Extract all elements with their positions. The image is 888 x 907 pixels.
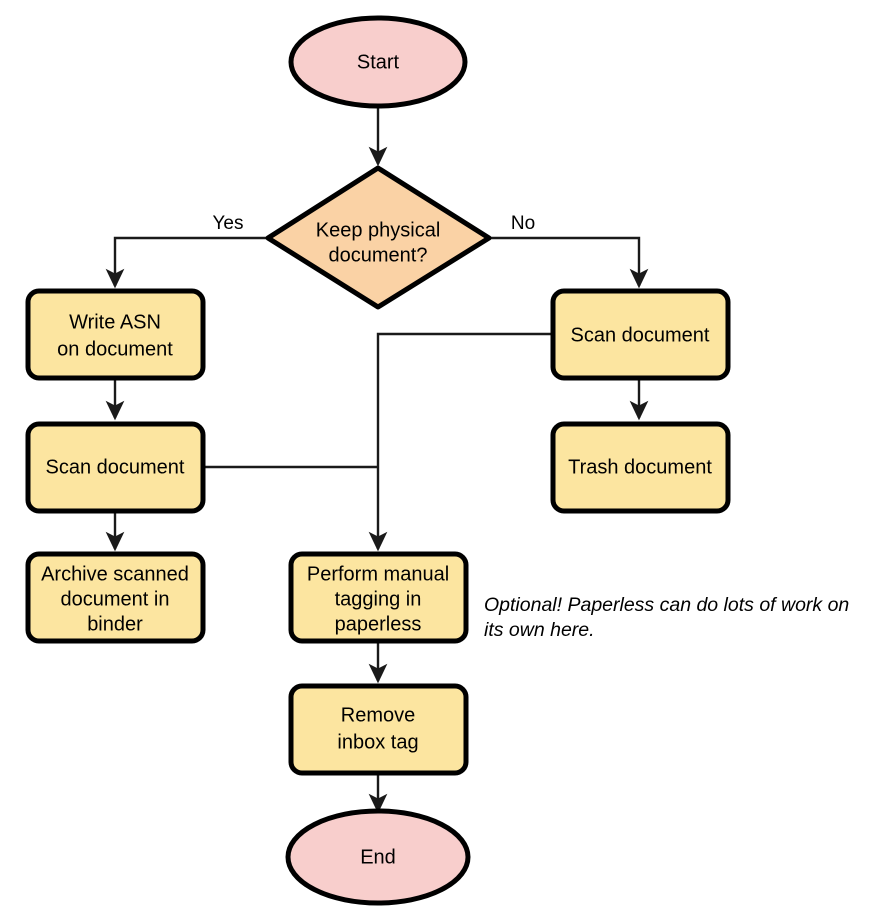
node-scan-document-left-label: Scan document <box>46 456 185 478</box>
node-scan-document-right-label: Scan document <box>571 324 710 346</box>
decision-diamond <box>265 165 492 310</box>
node-remove-inbox-tag[interactable]: Remove inbox tag <box>288 683 469 776</box>
node-tagging-label-line1: Perform manual <box>307 563 449 585</box>
edge-scan-right-to-tagging <box>368 332 552 552</box>
trash-document-box <box>550 421 731 514</box>
write-asn-box <box>25 288 206 381</box>
scan-document-right-box <box>550 288 731 381</box>
annotation-note-line2: its own here. <box>484 619 595 641</box>
node-archive-label-line3: binder <box>87 613 143 635</box>
node-tagging-label-line2: tagging in <box>335 588 422 610</box>
scan-document-left-box <box>25 421 206 514</box>
node-write-asn-on-document[interactable]: Write ASN on document <box>25 288 206 381</box>
annotation-note: Optional! Paperless can do lots of work … <box>484 594 849 641</box>
node-perform-manual-tagging[interactable]: Perform manual tagging in paperless <box>288 551 469 644</box>
node-decision-label-line1: Keep physical <box>316 219 441 241</box>
node-start[interactable]: Start <box>288 15 468 109</box>
node-archive-label-line1: Archive scanned <box>41 563 189 585</box>
node-decision-label-line2: document? <box>329 244 428 266</box>
node-scan-document-left[interactable]: Scan document <box>25 421 206 514</box>
node-scan-document-right[interactable]: Scan document <box>550 288 731 381</box>
node-remove-inbox-label-line1: Remove <box>341 704 415 726</box>
edge-decision-yes-to-write-asn <box>105 236 266 289</box>
node-trash-document-label: Trash document <box>568 456 712 478</box>
annotation-note-line1: Optional! Paperless can do lots of work … <box>484 594 849 616</box>
node-end[interactable]: End <box>285 808 471 906</box>
edge-decision-no-to-scan-right <box>490 236 649 289</box>
node-write-asn-label-line1: Write ASN <box>69 311 161 333</box>
perform-manual-tagging-box <box>288 551 469 644</box>
node-end-label: End <box>360 846 396 868</box>
node-tagging-label-line3: paperless <box>335 613 422 635</box>
edge-label-yes: Yes <box>213 213 244 234</box>
remove-inbox-tag-box <box>288 683 469 776</box>
node-start-label: Start <box>357 51 400 73</box>
node-archive-scanned-document[interactable]: Archive scanned document in binder <box>25 551 206 644</box>
edge-label-no: No <box>511 213 535 234</box>
end-ellipse <box>285 808 471 906</box>
node-trash-document[interactable]: Trash document <box>550 421 731 514</box>
node-archive-label-line2: document in <box>61 588 170 610</box>
archive-document-box <box>25 551 206 644</box>
node-remove-inbox-label-line2: inbox tag <box>337 731 418 753</box>
node-write-asn-label-line2: on document <box>57 338 173 360</box>
node-decision-keep-physical-document[interactable]: Keep physical document? <box>265 165 492 310</box>
start-ellipse <box>288 15 468 109</box>
